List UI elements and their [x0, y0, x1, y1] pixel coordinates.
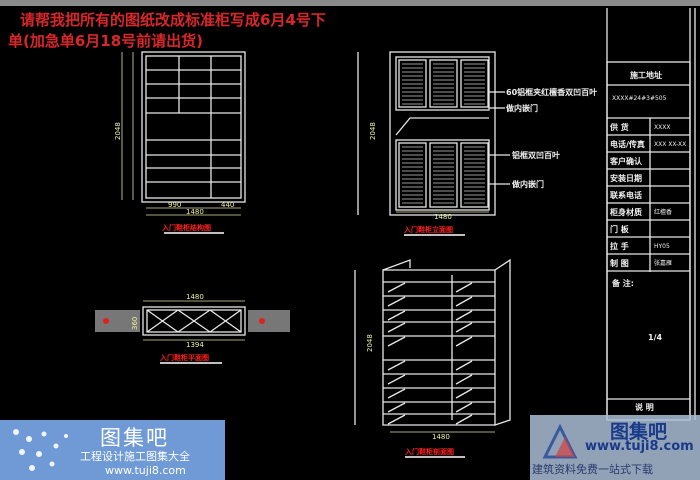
- dim-width-total: 1480: [434, 213, 452, 221]
- tb-row-value: HY05: [654, 243, 670, 250]
- dim-width-left: 990: [168, 201, 181, 209]
- tb-row-label: 安装日期: [610, 173, 642, 183]
- title-block: 施工地址 XXXX#24#3#505 供 货 XXXX 电话/传真 XXX XX-XX…: [606, 61, 691, 421]
- louver-door: [460, 142, 489, 208]
- callout-louver-top: 60铝框夹红檀香双凹百叶: [506, 87, 597, 97]
- dim-width-total: 1480: [432, 433, 450, 441]
- tb-row-value: XXXX: [654, 124, 670, 131]
- note-line-2: 单(加急单6月18号前请出货): [8, 32, 204, 50]
- structure-drawing: 2048 990 440 1480 入门鞋柜结构图: [114, 51, 246, 234]
- tb-row-label: 供 货: [609, 122, 629, 132]
- tb-row-label: 客户确认: [609, 156, 643, 166]
- louver-door: [429, 142, 458, 208]
- louver-door: [398, 142, 427, 208]
- note-line-1: 请帮我把所有的图纸改成标准柜写成6月4号下: [20, 11, 326, 29]
- tb-row-value: XXX XX-XX: [654, 141, 686, 148]
- tb-footer: 说 明: [635, 402, 654, 412]
- dim-depth: 360: [131, 317, 139, 330]
- tb-remarks: 备 注:: [611, 278, 634, 288]
- logo-triangle-icon: [542, 423, 578, 459]
- watermark-tagline: 工程设计施工图集大全: [80, 450, 190, 463]
- dim-height: 2048: [369, 122, 377, 140]
- dim-height: 2048: [366, 334, 374, 352]
- tb-header: 施工地址: [630, 70, 662, 80]
- watermark-logo: 图集吧: [610, 421, 668, 443]
- watermark-url[interactable]: www.tuji8.com: [585, 439, 694, 454]
- callout-louver-bottom: 铝框双凹百叶: [512, 150, 560, 160]
- plan-drawing: 1480 360 1394 入门鞋柜平面图: [95, 293, 290, 364]
- louver-door: [429, 59, 458, 108]
- watermark-right: 图集吧 www.tuji8.com 建筑资料免费一站式下载: [530, 415, 700, 480]
- instruction-note: 请帮我把所有的图纸改成标准柜写成6月4号下 单(加急单6月18号前请出货): [8, 10, 358, 52]
- watermark-url[interactable]: www.tuji8.com: [105, 464, 186, 477]
- dim-width-total: 1480: [186, 208, 204, 216]
- top-border: [0, 0, 700, 6]
- watermark-left: 图集吧 工程设计施工图集大全 www.tuji8.com: [0, 420, 225, 480]
- drawing-title-elevation: 入门鞋柜立面图: [403, 225, 453, 234]
- tb-row-value: 红檀香: [654, 208, 672, 216]
- watermark-logo: 图集吧: [100, 426, 169, 450]
- dim-height: 2048: [114, 122, 122, 140]
- louver-door: [460, 59, 489, 108]
- drawing-title-plan: 入门鞋柜平面图: [159, 353, 209, 362]
- callout-door-bottom: 做内嵌门: [511, 179, 544, 189]
- watermark-tagline: 建筑资料免费一站式下载: [532, 463, 653, 476]
- tb-row-label: 制 图: [610, 258, 629, 268]
- louver-door: [398, 59, 427, 108]
- callout-door-top: 做内嵌门: [505, 103, 538, 113]
- blossom-icon: [13, 429, 68, 471]
- dim-width-right: 440: [221, 201, 234, 209]
- dim-width-bottom: 1394: [186, 341, 204, 349]
- drawing-title-section: 入门鞋柜剖面图: [404, 447, 454, 456]
- elevation-drawing: 2048 1480 60铝框夹红檀香双凹百叶 做内嵌门 铝框双凹百叶 做内嵌门 …: [357, 51, 597, 236]
- tb-address: XXXX#24#3#505: [612, 95, 667, 102]
- dim-width-top: 1480: [186, 293, 204, 301]
- tb-row-label: 联系电话: [610, 190, 642, 200]
- tb-row-value: 张嘉雁: [654, 259, 672, 267]
- tb-row-label: 门 板: [610, 224, 630, 234]
- drawing-title-structure: 入门鞋柜结构图: [161, 223, 211, 232]
- section-drawing: 2048 1480 入门鞋柜剖面图: [354, 258, 511, 458]
- tb-row-label: 柜身材质: [609, 207, 642, 217]
- tb-row-label: 拉 手: [610, 241, 629, 251]
- tb-page: 1/4: [648, 333, 662, 342]
- tb-row-label: 电话/传真: [610, 139, 645, 149]
